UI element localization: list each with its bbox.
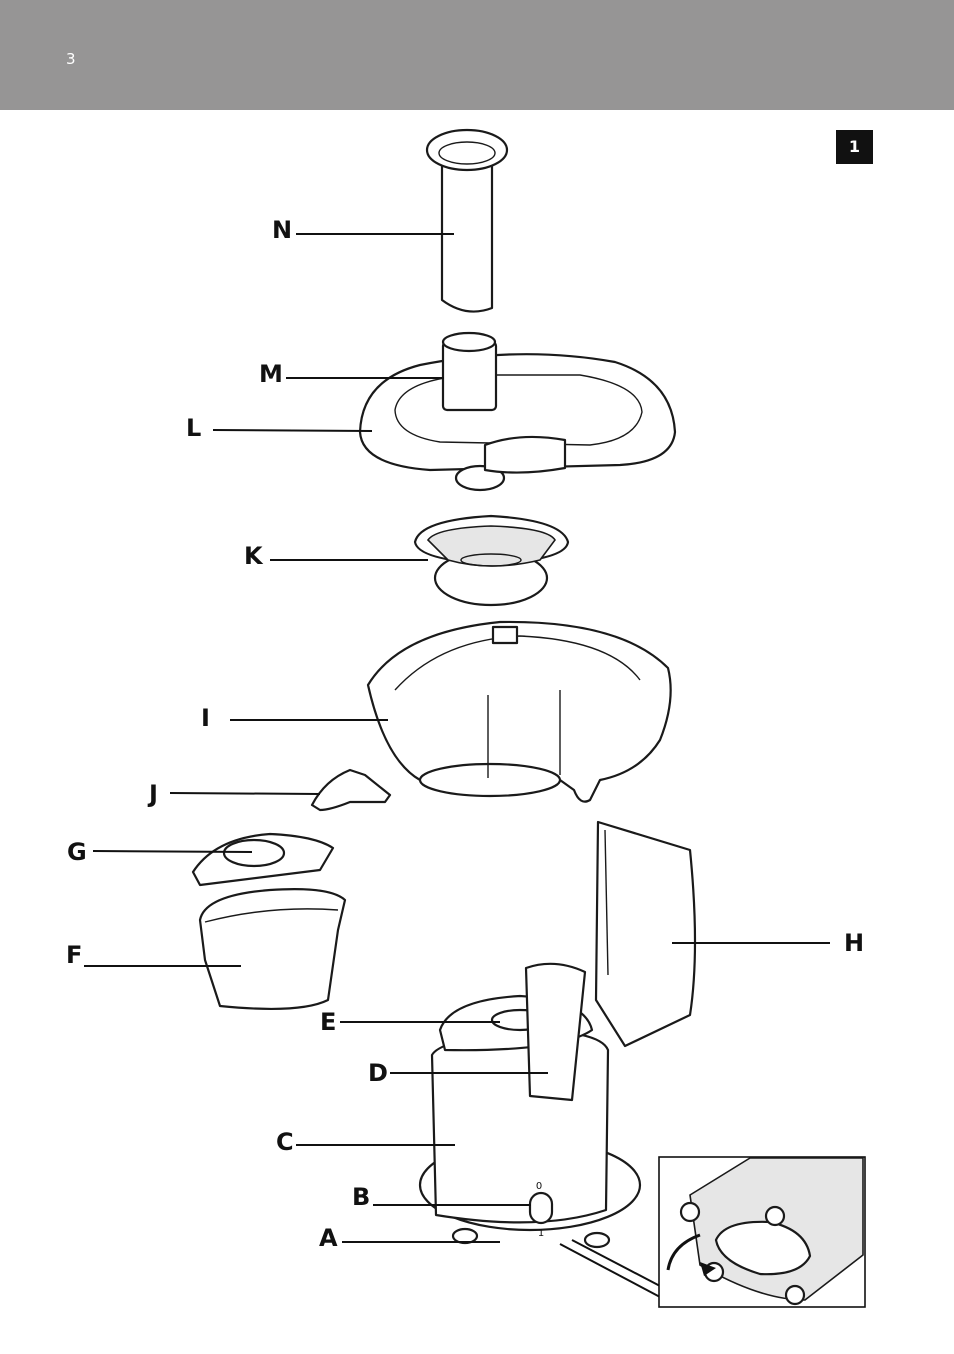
label-D: D <box>368 1059 388 1087</box>
label-H: H <box>844 929 864 957</box>
label-K: K <box>244 542 264 570</box>
part-jug <box>200 889 345 1009</box>
switch-on-mark: 1 <box>538 1228 544 1239</box>
part-lid <box>360 333 675 490</box>
label-M: M <box>259 360 283 388</box>
label-C: C <box>276 1128 294 1156</box>
part-pulp-container <box>368 622 671 802</box>
part-pusher <box>427 130 507 312</box>
part-spout <box>312 770 390 810</box>
label-F: F <box>66 941 82 969</box>
label-A: A <box>319 1224 338 1252</box>
label-G: G <box>67 838 87 866</box>
label-I: I <box>201 704 210 732</box>
switch-off-mark: 0 <box>536 1181 542 1192</box>
part-filter <box>415 516 568 605</box>
part-pulp-collector <box>596 822 695 1046</box>
label-J: J <box>147 780 158 808</box>
label-B: B <box>352 1183 370 1211</box>
label-E: E <box>320 1008 336 1036</box>
label-N: N <box>272 216 292 244</box>
part-jug-lid <box>193 834 333 885</box>
label-L: L <box>186 414 201 442</box>
